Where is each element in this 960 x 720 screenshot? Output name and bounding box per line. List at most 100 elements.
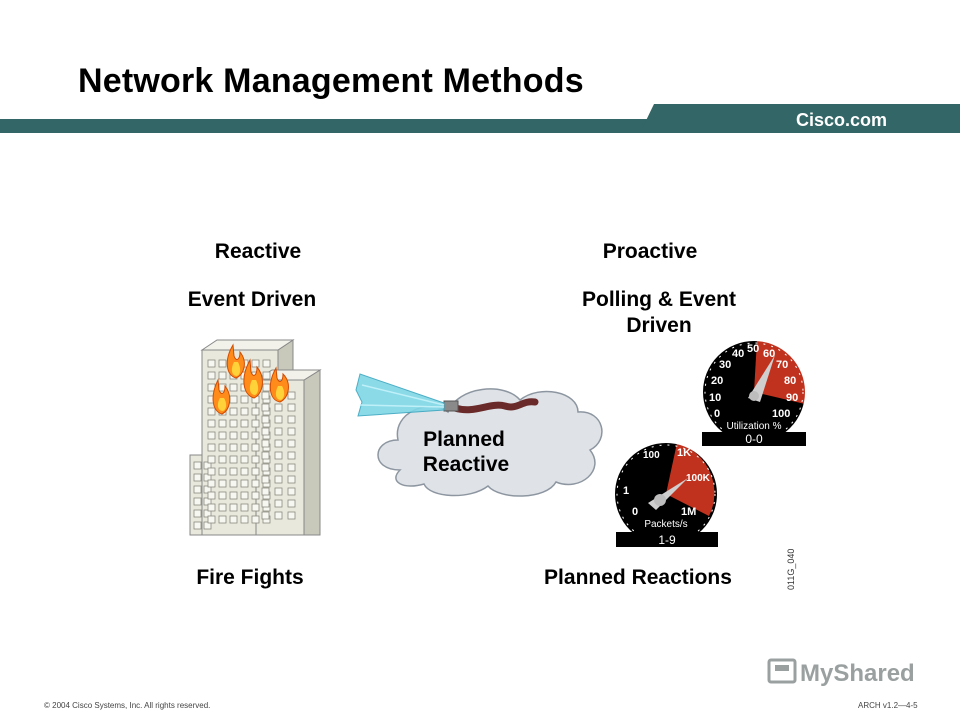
- building-window: [251, 419, 260, 428]
- fire-icon: [212, 343, 289, 415]
- fire-fights-caption: Fire Fights: [196, 566, 304, 589]
- building-window: [193, 521, 202, 530]
- building-window: [203, 509, 212, 518]
- building-window: [287, 391, 296, 400]
- util-tick-40: 40: [732, 348, 744, 360]
- building-window: [218, 455, 227, 464]
- utilization-base-label: 0-0: [745, 432, 763, 446]
- building-window: [207, 359, 216, 368]
- building-window: [207, 491, 216, 500]
- building-window: [261, 451, 270, 460]
- building-window: [218, 443, 227, 452]
- building-window: [261, 439, 270, 448]
- building-window: [240, 395, 249, 404]
- building-window: [207, 443, 216, 452]
- reactive-label: Reactive: [423, 453, 509, 476]
- building-window: [229, 455, 238, 464]
- building-window: [262, 383, 271, 392]
- building-window: [251, 503, 260, 512]
- util-tick-70: 70: [776, 359, 788, 371]
- building-window: [251, 431, 260, 440]
- building-window: [218, 503, 227, 512]
- building-window: [218, 479, 227, 488]
- building-window: [207, 371, 216, 380]
- building-window: [203, 485, 212, 494]
- building-window: [218, 515, 227, 524]
- building-window: [261, 499, 270, 508]
- building-window: [229, 383, 238, 392]
- packets-tick-1: 1: [623, 485, 629, 497]
- building-window: [193, 461, 202, 470]
- building-window: [251, 455, 260, 464]
- proactive-heading: Proactive: [602, 240, 698, 263]
- building-window: [251, 359, 260, 368]
- burning-buildings-image: [189, 339, 322, 536]
- building-window: [193, 473, 202, 482]
- util-tick-0: 0: [714, 408, 720, 420]
- building-window: [207, 515, 216, 524]
- building-window: [193, 497, 202, 506]
- building-window: [261, 463, 270, 472]
- building-window: [274, 463, 283, 472]
- building-window: [229, 515, 238, 524]
- reactive-heading: Reactive: [214, 240, 302, 263]
- building-window: [240, 407, 249, 416]
- util-tick-30: 30: [719, 359, 731, 371]
- building-window: [203, 521, 212, 530]
- building-window: [193, 485, 202, 494]
- building-window: [207, 419, 216, 428]
- building-window: [261, 391, 270, 400]
- figure-code: 011G_040: [786, 548, 796, 590]
- building-window: [207, 503, 216, 512]
- building-window: [207, 467, 216, 476]
- building-window: [274, 475, 283, 484]
- building-window: [207, 455, 216, 464]
- building-window: [287, 463, 296, 472]
- building-window: [203, 461, 212, 470]
- util-tick-10: 10: [709, 392, 721, 404]
- building-window: [261, 415, 270, 424]
- building-window: [261, 511, 270, 520]
- packets-tick-1k: 1K: [677, 447, 691, 459]
- building-window: [229, 467, 238, 476]
- packets-tick-100k: 100K: [686, 473, 711, 484]
- building-window: [240, 467, 249, 476]
- building-window: [274, 415, 283, 424]
- building-window: [251, 443, 260, 452]
- building-window: [261, 427, 270, 436]
- utilization-label: Utilization %: [726, 421, 781, 432]
- building-window: [287, 403, 296, 412]
- building-window: [218, 371, 227, 380]
- building-window: [203, 497, 212, 506]
- building-window: [274, 451, 283, 460]
- building-window: [251, 467, 260, 476]
- building-window: [229, 443, 238, 452]
- building-window: [287, 511, 296, 520]
- building-window: [240, 431, 249, 440]
- building-window: [262, 359, 271, 368]
- event-driven-label: Event Driven: [187, 288, 317, 311]
- packets-label: Packets/s: [644, 519, 687, 530]
- building-window: [218, 419, 227, 428]
- util-tick-90: 90: [786, 392, 798, 404]
- building-window: [261, 487, 270, 496]
- building-window: [251, 407, 260, 416]
- building-window: [218, 491, 227, 500]
- building-window: [207, 407, 216, 416]
- building-window: [240, 455, 249, 464]
- building-window: [261, 403, 270, 412]
- building-window: [218, 359, 227, 368]
- packets-tick-100: 100: [643, 450, 660, 461]
- brand-label: Cisco.com: [796, 110, 888, 130]
- util-tick-50: 50: [747, 343, 759, 355]
- building-window: [262, 371, 271, 380]
- util-tick-60: 60: [763, 348, 775, 360]
- slide-title: Network Management Methods: [78, 62, 584, 100]
- building-window: [207, 431, 216, 440]
- packets-tick-1m: 1M: [681, 506, 696, 518]
- building-window: [240, 491, 249, 500]
- building-window: [274, 427, 283, 436]
- building-window: [251, 515, 260, 524]
- building-window: [240, 443, 249, 452]
